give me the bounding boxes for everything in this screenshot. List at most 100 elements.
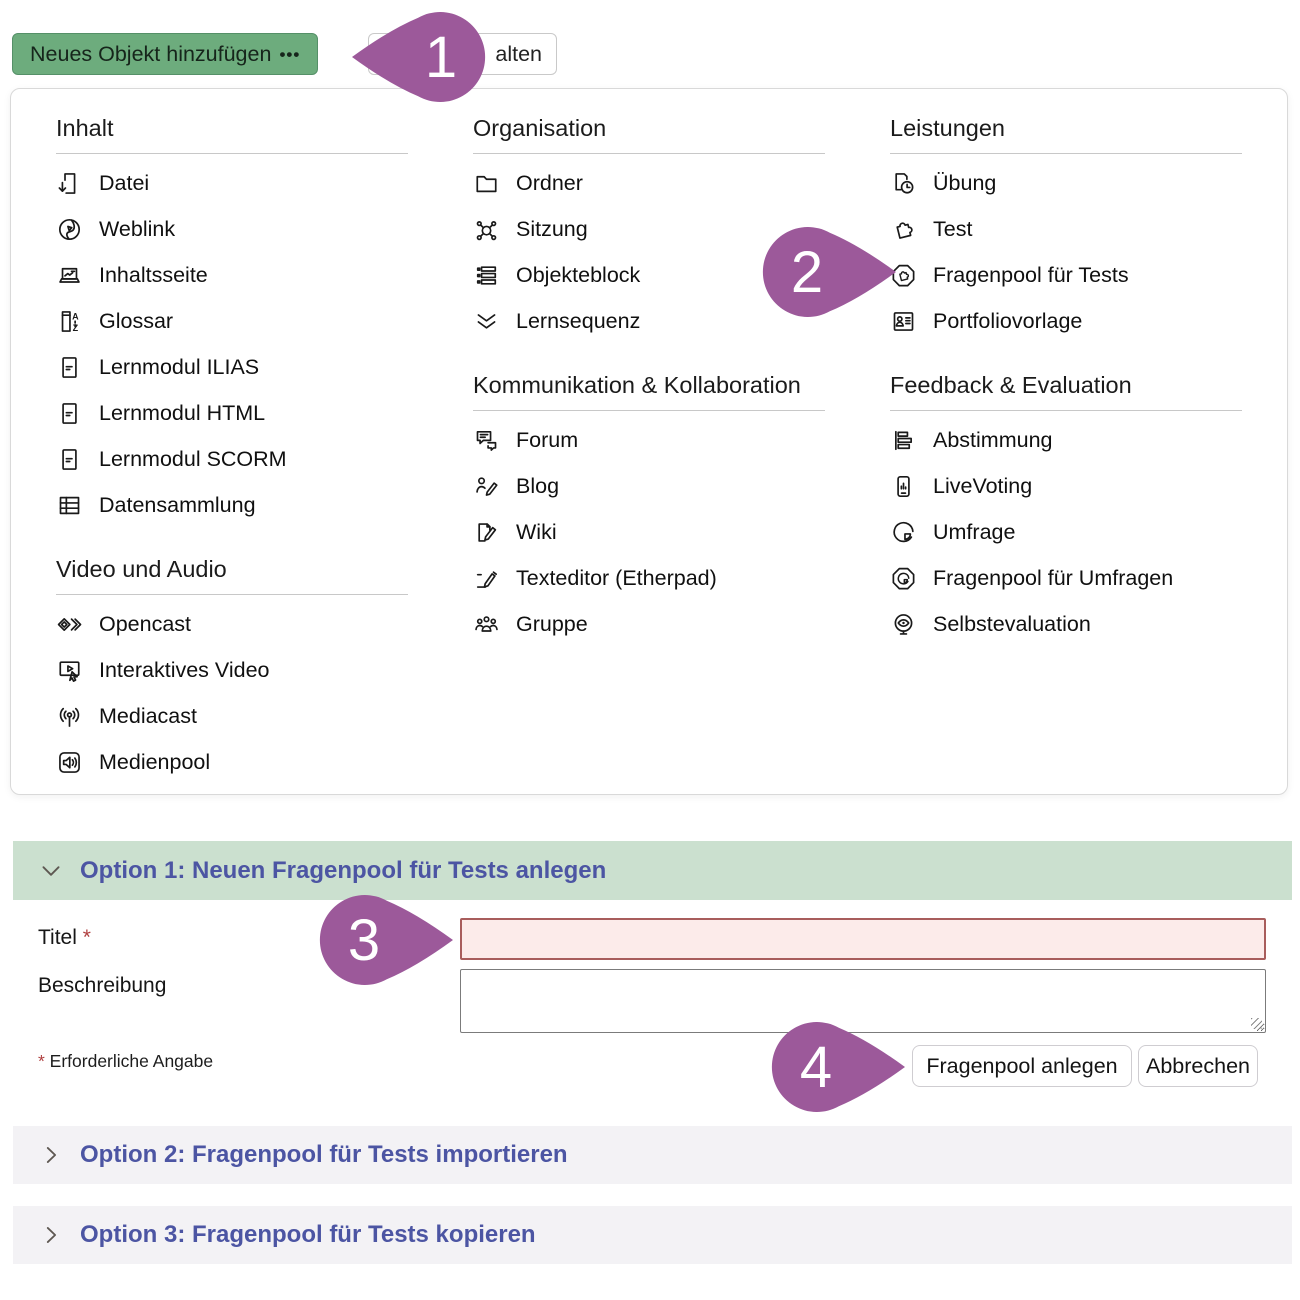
menu-item-abstimmung[interactable]: Abstimmung <box>890 417 1242 463</box>
menu-section-heading: Kommunikation & Kollaboration <box>473 370 825 412</box>
menu-item-mediacast[interactable]: Mediacast <box>56 693 408 739</box>
menu-item-label: Mediacast <box>99 703 197 728</box>
cancel-button[interactable]: Abbrechen <box>1138 1045 1258 1087</box>
menu-item-datensammlung[interactable]: Datensammlung <box>56 482 408 528</box>
menu-item-lernmodul-ilias[interactable]: Lernmodul ILIAS <box>56 344 408 390</box>
menu-item-label: Weblink <box>99 216 176 241</box>
menu-item-gruppe[interactable]: Gruppe <box>473 601 825 647</box>
partially-hidden-toolbar-button[interactable]: alten <box>368 33 557 75</box>
menu-item-objekteblock[interactable]: Objekteblock <box>473 252 825 298</box>
menu-item-lernmodul-scorm[interactable]: Lernmodul SCORM <box>56 436 408 482</box>
menu-item-label: Fragenpool für Tests <box>933 262 1129 287</box>
svg-text:Z: Z <box>73 323 79 333</box>
menu-item-label: Gruppe <box>516 611 588 636</box>
poll-bars-icon <box>895 430 912 450</box>
menu-item-label: Interaktives Video <box>99 657 270 682</box>
learning-module-icon <box>62 402 77 424</box>
menu-item-lernmodul-html[interactable]: Lernmodul HTML <box>56 390 408 436</box>
menu-item-forum[interactable]: Forum <box>473 417 825 463</box>
accordion-option3-header[interactable]: Option 3: Fragenpool für Tests kopieren <box>13 1206 1292 1264</box>
description-textarea[interactable] <box>460 969 1266 1033</box>
menu-item-label: Ordner <box>516 170 583 195</box>
session-icon <box>476 220 497 240</box>
menu-section-heading: Inhalt <box>56 113 408 155</box>
chevron-right-icon <box>46 1227 57 1243</box>
opencast-icon <box>57 617 82 631</box>
accordion-option1-title: Option 1: Neuen Fragenpool für Tests anl… <box>80 856 607 884</box>
menu-item-label: Forum <box>516 427 579 452</box>
menu-item-inhaltsseite[interactable]: Inhaltsseite <box>56 252 408 298</box>
accordion-option2-header[interactable]: Option 2: Fragenpool für Tests importier… <box>13 1126 1292 1184</box>
chevron-right-icon <box>46 1147 57 1163</box>
menu-item-weblink[interactable]: Weblink <box>56 206 408 252</box>
add-new-object-button[interactable]: Neues Objekt hinzufügen ••• <box>12 33 319 75</box>
menu-item-selbstevaluation[interactable]: Selbstevaluation <box>890 601 1242 647</box>
svg-text:4: 4 <box>800 1035 832 1100</box>
title-label: Titel * <box>38 926 91 949</box>
menu-item-label: Blog <box>516 473 560 498</box>
menu-item-blog[interactable]: Blog <box>473 463 825 509</box>
menu-item-label: Fragenpool für Umfragen <box>933 565 1174 590</box>
interactive-video-icon <box>59 660 80 682</box>
menu-item-label: Glossar <box>99 308 174 333</box>
menu-item-label: Sitzung <box>516 216 588 241</box>
menu-item-label: Test <box>933 216 973 241</box>
menu-item-lernsequenz[interactable]: Lernsequenz <box>473 298 825 344</box>
menu-item-wiki[interactable]: Wiki <box>473 509 825 555</box>
callout-marker-3: 3 <box>319 895 454 985</box>
accordion-option1-header[interactable]: Option 1: Neuen Fragenpool für Tests anl… <box>13 841 1292 900</box>
menu-item-interaktives-video[interactable]: Interaktives Video <box>56 647 408 693</box>
self-evaluation-icon <box>894 613 913 635</box>
menu-item-label: LiveVoting <box>933 473 1033 498</box>
menu-item-test[interactable]: Test <box>890 206 1242 252</box>
blog-icon <box>476 476 498 496</box>
group-icon <box>475 615 498 632</box>
pie-hex-icon <box>892 567 915 590</box>
required-asterisk: * <box>82 926 91 949</box>
menu-section-heading: Feedback & Evaluation <box>890 370 1242 412</box>
menu-item-fragenpool-für-umfragen[interactable]: Fragenpool für Umfragen <box>890 555 1242 601</box>
menu-item-fragenpool-für-tests[interactable]: Fragenpool für Tests <box>890 252 1242 298</box>
create-question-pool-button[interactable]: Fragenpool anlegen <box>912 1045 1132 1087</box>
puzzle-hex-icon <box>892 264 915 287</box>
menu-item-portfoliovorlage[interactable]: Portfoliovorlage <box>890 298 1242 344</box>
accordion-option3-title: Option 3: Fragenpool für Tests kopieren <box>80 1221 536 1248</box>
menu-item-ordner[interactable]: Ordner <box>473 160 825 206</box>
title-input[interactable] <box>460 918 1266 960</box>
menu-item-umfrage[interactable]: Umfrage <box>890 509 1242 555</box>
menu-item-opencast[interactable]: Opencast <box>56 601 408 647</box>
text-editor-icon <box>476 571 498 588</box>
menu-item-texteditor-etherpad[interactable]: Texteditor (Etherpad) <box>473 555 825 601</box>
menu-item-label: Lernmodul ILIAS <box>99 354 260 379</box>
wiki-icon <box>478 522 497 542</box>
menu-item-label: Portfoliovorlage <box>933 308 1083 333</box>
add-new-object-label: Neues Objekt hinzufügen <box>30 41 272 66</box>
data-table-icon <box>59 496 80 514</box>
menu-item-übung[interactable]: Übung <box>890 160 1242 206</box>
menu-item-label: Umfrage <box>933 519 1016 544</box>
chevron-down-icon <box>42 865 60 876</box>
menu-item-datei[interactable]: Datei <box>56 160 408 206</box>
object-block-icon <box>476 265 497 285</box>
menu-item-livevoting[interactable]: LiveVoting <box>890 463 1242 509</box>
menu-item-medienpool[interactable]: Medienpool <box>56 739 408 785</box>
svg-text:A: A <box>72 311 79 321</box>
menu-item-label: Wiki <box>516 519 557 544</box>
menu-item-sitzung[interactable]: Sitzung <box>473 206 825 252</box>
accordion-option2-title: Option 2: Fragenpool für Tests importier… <box>80 1141 568 1168</box>
required-field-footnote: * Erforderliche Angabe <box>38 1051 214 1071</box>
menu-section-heading: Leistungen <box>890 113 1242 155</box>
media-pool-icon <box>59 751 80 773</box>
ellipsis-icon: ••• <box>279 45 301 64</box>
menu-item-label: Übung <box>933 170 997 195</box>
menu-item-label: Inhaltsseite <box>99 262 208 287</box>
